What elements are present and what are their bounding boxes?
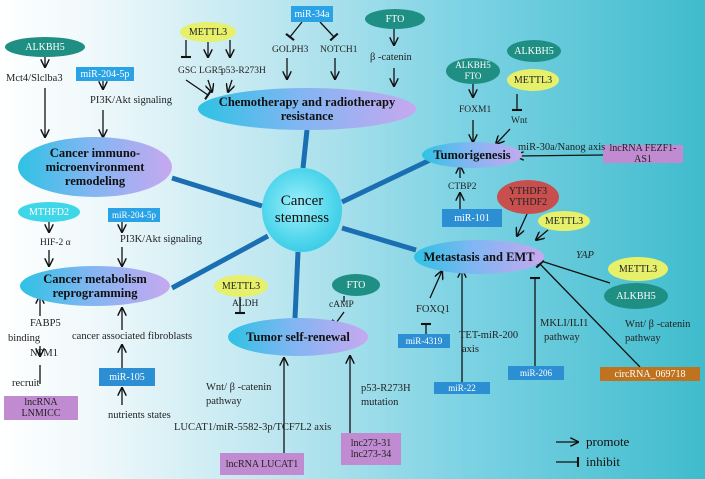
mir-105-node: miR-105 <box>99 368 155 386</box>
label-pi3k-akt-immuno: PI3K/Akt signaling <box>90 95 172 106</box>
label-axis: axis <box>462 344 479 355</box>
legend-inhibit-label: inhibit <box>586 454 620 469</box>
label-pathway-metastasis: pathway <box>625 333 661 344</box>
alkbh5-tumor-node: ALKBH5 <box>507 40 561 62</box>
label-nanog-axis: miR-30a/Nanog axis <box>518 142 606 153</box>
arrow-foxq1-metastasis <box>429 271 442 299</box>
mir-4319-node: miR-4319 <box>398 334 450 348</box>
label-p53-renewal: p53-R273H <box>361 383 411 394</box>
ythdf3-ythdf2-node: YTHDF3 YTHDF2 <box>497 180 559 214</box>
label-npm1: NPM1 <box>30 348 59 359</box>
label-aldh: ALDH <box>232 299 259 309</box>
arrow-p53-chemo <box>228 79 232 92</box>
label-wnt: Wnt <box>511 116 528 126</box>
label-yap: YAP <box>576 250 594 261</box>
label-beta-catenin: β -catenin <box>370 52 412 63</box>
hub-tumor-self-renewal: Tumor self-renewal <box>228 318 368 356</box>
inhibit-mir34a-notch1 <box>319 21 339 42</box>
cancer-stemness-node: Cancer stemness <box>262 168 342 252</box>
mir-204-5p-node: miR-204-5p <box>76 67 134 81</box>
mir-101-node: miR-101 <box>442 209 502 227</box>
label-camp: cAMP <box>329 300 354 310</box>
lnc273-node: lnc273-31 lnc273-34 <box>341 433 401 465</box>
mettl3-metastasis-node: METTL3 <box>538 211 590 231</box>
label-mkli-ili1: MKLI/ILI1 <box>540 318 589 329</box>
connector-renewal <box>292 251 301 319</box>
hub-renewal-label: Tumor self-renewal <box>246 330 350 344</box>
mir-204-5p-metabolism-node: miR-204-5p <box>108 208 160 222</box>
hub-metastasis-emt: Metastasis and EMT <box>414 240 544 274</box>
fto-renewal-node: FTO <box>332 274 380 296</box>
label-lgr5: LGR5 <box>199 66 223 76</box>
alkbh5-fto-node: ALKBH5 FTO <box>446 58 500 84</box>
label-ctbp2: CTBP2 <box>448 182 477 192</box>
hub-metabolism-label: Cancer metabolism reprogramming <box>43 272 147 300</box>
hub-immuno-label: Cancer immuno-microenvironment remodelin… <box>45 146 145 188</box>
mettl3-chemo-node: METTL3 <box>180 22 236 42</box>
label-golph3: GOLPH3 <box>272 45 309 55</box>
hub-chemotherapy-radiotherapy-resistance: Chemotherapy and radiotherapy resistance <box>198 88 416 130</box>
mthfd2-node: MTHFD2 <box>18 202 80 222</box>
hub-immuno-microenvironment-remodeling: Cancer immuno-microenvironment remodelin… <box>18 137 172 197</box>
label-wnt-catenin-metastasis: Wnt/ β -catenin <box>625 319 691 330</box>
label-gsc: GSC <box>178 66 197 76</box>
label-wnt-catenin-renewal: Wnt/ β -catenin <box>206 382 272 393</box>
label-lucat1-axis: LUCAT1/miR-5582-3p/TCF7L2 axis <box>174 422 332 433</box>
lncrna-fezf1-as1-node: lncRNA FEZF1-AS1 <box>603 143 683 165</box>
label-mct4: Mct4/Slclba3 <box>6 73 63 84</box>
label-tet-mir-200: TET-miR-200 <box>459 330 519 341</box>
alkbh5-node: ALKBH5 <box>5 37 85 57</box>
label-nutrients-states: nutrients states <box>108 410 171 421</box>
hub-tumorigenesis-label: Tumorigenesis <box>433 148 511 162</box>
inhibit-mir34a-golph3 <box>285 21 303 42</box>
arrow-wnt-tumorigenesis <box>496 128 511 144</box>
arrow-fezf1-tumorigenesis <box>516 155 604 156</box>
lncrna-lnmicc-node: lncRNA LNMICC <box>4 396 78 420</box>
label-pi3k-akt-metabolism: PI3K/Akt signaling <box>120 234 202 245</box>
label-fabp5: FABP5 <box>30 318 61 329</box>
hub-tumorigenesis: Tumorigenesis <box>422 142 522 168</box>
mir-22-node: miR-22 <box>434 382 490 394</box>
label-pathway-mkli: pathway <box>544 332 580 343</box>
inhibit-circrna-metastasis <box>535 259 641 368</box>
hub-chemo-label: Chemotherapy and radiotherapy resistance <box>218 95 396 123</box>
inhibit-alkbh5-metastasis <box>535 254 611 284</box>
hub-metastasis-label: Metastasis and EMT <box>423 250 535 264</box>
label-pathway-renewal: pathway <box>206 396 242 407</box>
label-foxm1: FOXM1 <box>459 105 492 115</box>
mettl3-tumor-node: METTL3 <box>507 69 559 91</box>
hub-metabolism-reprogramming: Cancer metabolism reprogramming <box>20 266 170 306</box>
legend-promote-label: promote <box>586 434 630 449</box>
connector-metabolism <box>170 233 270 291</box>
label-binding: binding <box>8 333 41 344</box>
mettl3-yap-node: METTL3 <box>608 257 668 281</box>
inhibit-gsc-chemo <box>185 79 212 100</box>
label-hif2a: HIF-2 α <box>40 238 71 248</box>
cancer-stemness-label: Cancer stemness <box>274 193 330 226</box>
circrna-069718-node: circRNA_069718 <box>600 367 700 381</box>
connector-chemo <box>300 129 310 169</box>
arrow-lgr5-chemo <box>208 79 212 92</box>
label-notch1: NOTCH1 <box>320 45 358 55</box>
mettl3-renewal-node: METTL3 <box>214 275 268 297</box>
label-foxq1: FOXQ1 <box>416 304 450 315</box>
connector-immuno <box>171 175 263 209</box>
mir-206-node: miR-206 <box>508 366 564 380</box>
label-recruit: recruit <box>12 378 40 389</box>
connector-metastasis <box>341 225 417 253</box>
label-p53-chemo: p53-R273H <box>221 66 266 76</box>
alkbh5-metastasis-node: ALKBH5 <box>604 283 668 309</box>
fto-chemo-node: FTO <box>365 9 425 29</box>
label-cancer-associated-fibroblasts: cancer associated fibroblasts <box>72 331 193 342</box>
arrow-ythdf-metastasis <box>517 213 528 236</box>
arrow-mettl3-metastasis <box>536 229 549 240</box>
label-mutation: mutation <box>361 397 399 408</box>
mir-34a-node: miR-34a <box>291 6 333 22</box>
hub-connectors <box>170 129 432 319</box>
connector-tumorigenesis <box>340 157 432 205</box>
lncrna-lucat1-node: lncRNA LUCAT1 <box>220 453 304 475</box>
